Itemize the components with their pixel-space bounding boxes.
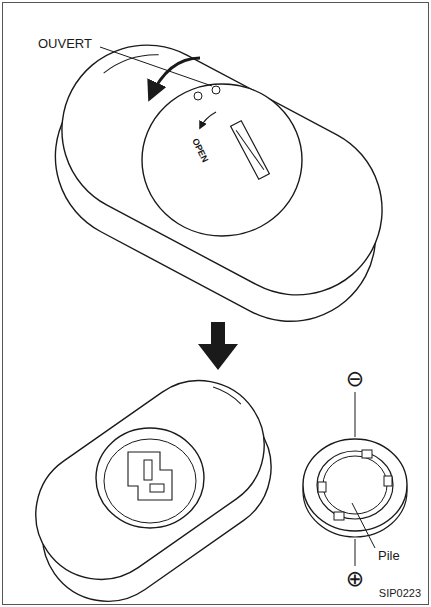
- battery-holder: [96, 428, 204, 528]
- battery: [303, 439, 407, 537]
- part-label: Pile: [378, 549, 400, 562]
- fob-closed: [20, 15, 418, 351]
- turn-arrow: [150, 58, 200, 98]
- fob-open: [5, 355, 303, 607]
- polarity-line: [355, 539, 356, 566]
- battery-cover: [142, 84, 302, 236]
- figure-code: SIP0223: [379, 588, 421, 599]
- callout-label: OUVERT: [38, 37, 92, 50]
- polarity-symbol: ⊖: [346, 368, 364, 390]
- step-arrow: [198, 322, 238, 370]
- leader-line: [100, 47, 212, 86]
- polarity-line: [355, 392, 356, 437]
- cover-marking: OPEN: [190, 137, 209, 164]
- frame: [3, 3, 429, 605]
- polarity-symbol: ⊕: [346, 568, 364, 590]
- leader-line: [352, 503, 375, 548]
